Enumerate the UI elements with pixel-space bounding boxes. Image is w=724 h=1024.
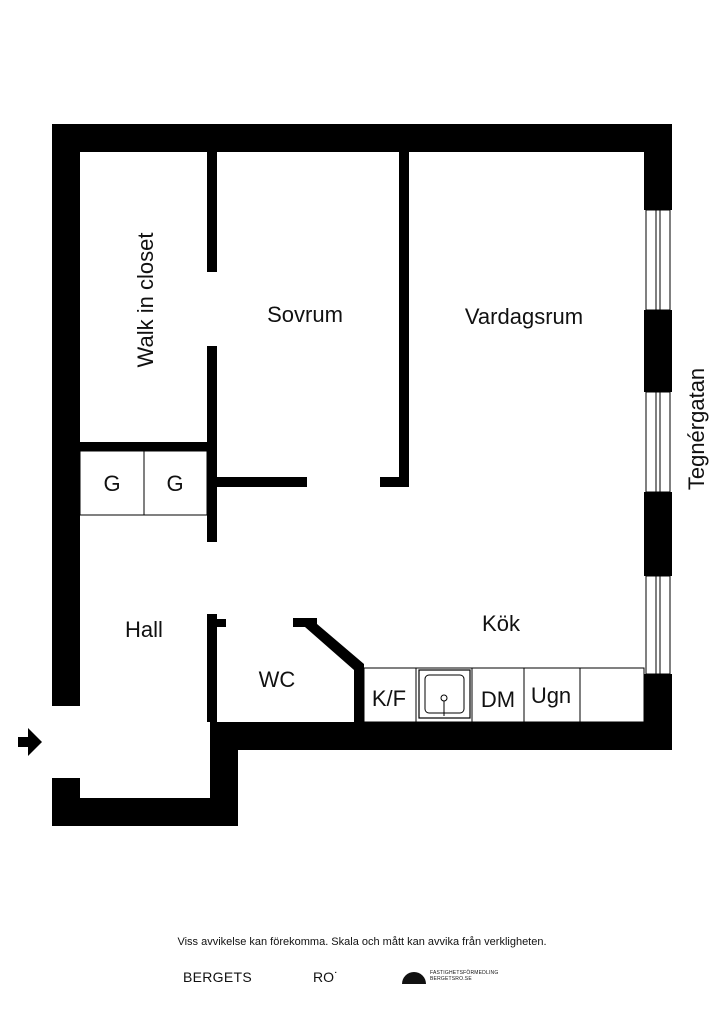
logo-ro: RO˙ [313, 969, 339, 985]
entrance-arrow-icon [18, 728, 42, 756]
label-wc: WC [259, 667, 296, 692]
wall-closet-sovrum-mid [207, 346, 217, 542]
wall-sovrum-bottom [217, 477, 307, 487]
label-wardrobe-2: G [166, 471, 183, 496]
window-3 [645, 575, 671, 675]
kitchen-counter [363, 667, 645, 723]
wall-sovrum-vardagsrum [399, 152, 409, 487]
wall-top [52, 124, 672, 152]
label-wardrobe-1: G [103, 471, 120, 496]
wall-right-4 [644, 674, 672, 750]
wall-bottom-main [210, 722, 672, 750]
wall-bottom-hall [52, 798, 238, 826]
windows [645, 209, 671, 675]
disclaimer-text: Viss avvikelse kan förekomma. Skala och … [177, 936, 547, 948]
window-1 [645, 209, 671, 311]
wall-hall-wc [207, 614, 217, 722]
dome-logo-icon [402, 972, 426, 984]
logo-fastighetsformedling: FASTIGHETSFÖRMEDLING BERGETSRO.SE [402, 968, 498, 984]
wardrobe-2 [143, 450, 208, 516]
wall-sovrum-vardagsrum-stub [380, 477, 409, 487]
sink-icon [418, 669, 471, 719]
wall-wc-diagonal [305, 618, 364, 722]
logo-text-line2: BERGETSRO.SE [430, 976, 472, 982]
wall-right-1 [644, 124, 672, 210]
wall-closet-sovrum-top [207, 152, 217, 272]
wall-wc-top [293, 618, 317, 627]
label-kok: Kök [482, 611, 521, 636]
label-hall: Hall [125, 617, 163, 642]
counter [363, 667, 645, 723]
label-kf: K/F [372, 686, 406, 711]
logo-bergets: BERGETS [183, 969, 253, 985]
wall-right-3 [644, 492, 672, 576]
wall-hall-wc-stub [217, 619, 226, 627]
wall-left-upper [52, 124, 80, 706]
logo-text: FASTIGHETSFÖRMEDLING BERGETSRO.SE [430, 970, 498, 982]
window-2 [645, 391, 671, 493]
label-dm: DM [481, 687, 515, 712]
interior-walls [80, 152, 409, 722]
label-ugn: Ugn [531, 683, 571, 708]
outer-walls [52, 124, 672, 826]
logo-text-line1: FASTIGHETSFÖRMEDLING [430, 970, 499, 976]
wall-closet-bottom [80, 442, 210, 451]
wardrobes [79, 450, 208, 516]
label-sovrum: Sovrum [267, 302, 343, 327]
label-walk-in-closet: Walk in closet [133, 233, 158, 368]
label-street: Tegnérgatan [684, 368, 709, 490]
wall-right-2 [644, 310, 672, 392]
label-vardagsrum: Vardagsrum [465, 304, 583, 329]
